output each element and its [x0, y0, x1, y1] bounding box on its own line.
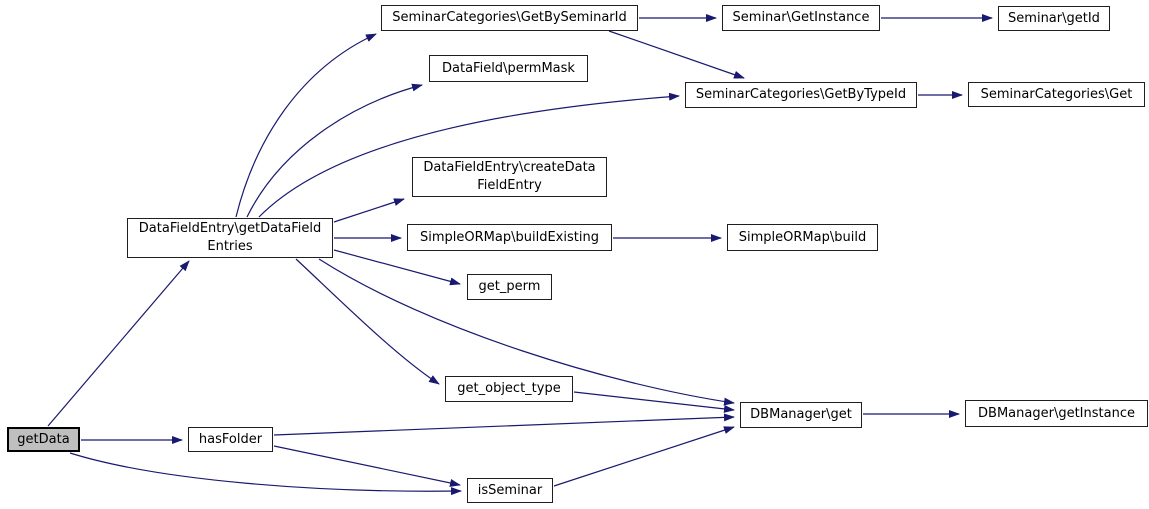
edge-datafieldentry-getdatafieldentries-to-seminarcategories-getbytypeid: [258, 92, 680, 218]
edge-datafieldentry-getdatafieldentries-to-get-object-type: [295, 258, 440, 385]
node-seminar-getinstance[interactable]: Seminar\GetInstance: [722, 5, 880, 31]
node-seminarcategories-get[interactable]: SeminarCategories\Get: [968, 82, 1145, 107]
edge-datafieldentry-getdatafieldentries-to-datafieldentry-createdatafieldentry: [333, 198, 405, 223]
node-isseminar[interactable]: isSeminar: [467, 478, 553, 503]
node-datafield-permmask[interactable]: DataField\permMask: [429, 55, 588, 82]
node-dbmanager-get[interactable]: DBManager\get: [740, 402, 862, 428]
node-seminar-getid[interactable]: Seminar\getId: [998, 6, 1110, 31]
edge-seminarcategories-getbyseminarid-to-seminarcategories-getbytypeid: [608, 30, 745, 79]
edge-datafieldentry-getdatafieldentries-to-seminarcategories-getbyseminarid: [235, 33, 377, 218]
node-seminarcategories-getbytypeid[interactable]: SeminarCategories\GetByTypeId: [685, 82, 917, 108]
node-hasfolder[interactable]: hasFolder: [188, 427, 273, 452]
node-datafieldentry-getdatafieldentries[interactable]: DataFieldEntry\getDataField Entries: [127, 218, 333, 258]
edge-hasfolder-to-isseminar: [273, 445, 461, 487]
node-getdata: getData: [7, 427, 80, 452]
node-get-perm[interactable]: get_perm: [467, 274, 552, 300]
node-simpleormap-buildexisting[interactable]: SimpleORMap\buildExisting: [407, 224, 612, 251]
edges-group: [47, 14, 993, 496]
edge-get-object-type-to-dbmanager-get: [573, 391, 735, 413]
edge-datafieldentry-getdatafieldentries-to-datafield-permmask: [246, 83, 423, 218]
edge-isseminar-to-dbmanager-get: [553, 426, 735, 487]
node-get-object-type[interactable]: get_object_type: [445, 376, 573, 402]
edge-datafieldentry-getdatafieldentries-to-get-perm: [333, 249, 461, 286]
node-dbmanager-getinstance[interactable]: DBManager\getInstance: [965, 400, 1148, 427]
edge-getdata-to-datafieldentry-getdatafieldentries: [47, 260, 190, 427]
edge-hasfolder-to-dbmanager-get: [273, 413, 735, 436]
edge-datafieldentry-getdatafieldentries-to-dbmanager-get: [318, 258, 735, 406]
node-datafieldentry-createdatafieldentry[interactable]: DataFieldEntry\createData FieldEntry: [412, 157, 607, 197]
edge-getdata-to-isseminar: [69, 452, 462, 496]
node-simpleormap-build[interactable]: SimpleORMap\build: [727, 224, 878, 251]
node-seminarcategories-getbyseminarid[interactable]: SeminarCategories\GetBySeminarId: [381, 5, 638, 31]
